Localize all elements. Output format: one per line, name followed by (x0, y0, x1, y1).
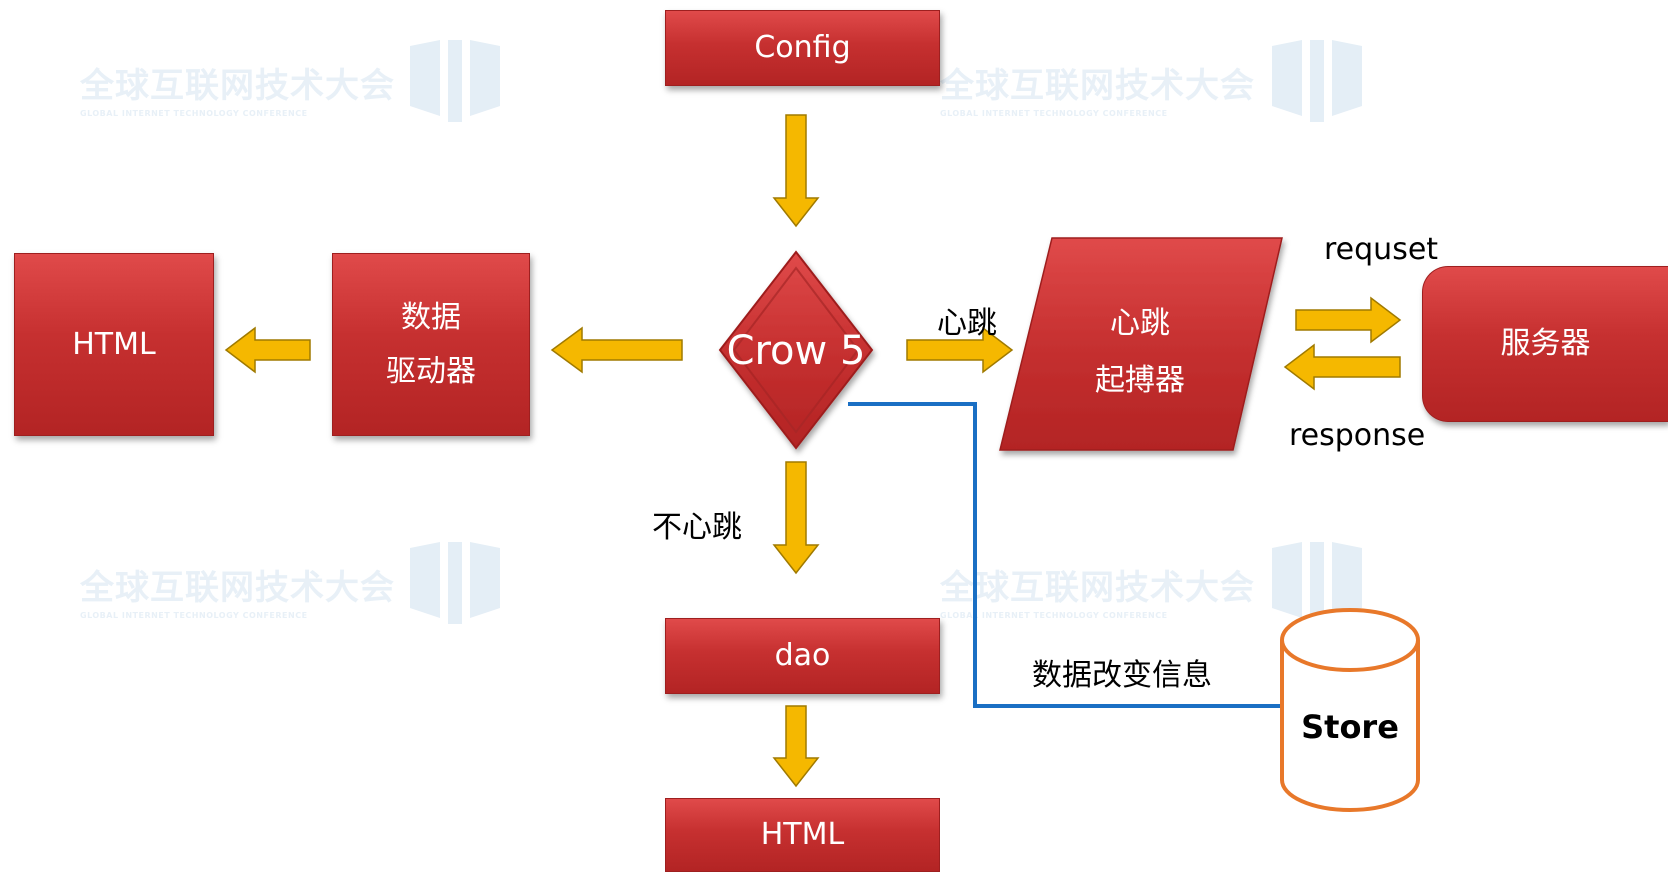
server-box: 服务器 (1422, 266, 1668, 422)
arrow-crow-to-heartbeat (906, 326, 1014, 374)
edge-label-request: requset (1324, 232, 1439, 267)
crow-to-store-connector (848, 402, 1280, 708)
html-left-box: HTML (14, 253, 214, 436)
arrow-response (1283, 343, 1401, 391)
heartbeat-shape (999, 237, 1283, 451)
heartbeat-label-2: 起搏器 (1095, 363, 1185, 398)
html-left-label: HTML (72, 326, 156, 362)
edge-label-heartbeat: 心跳 (937, 306, 997, 341)
arrow-crow-to-dao (772, 461, 820, 575)
crow-label: Crow 5 (726, 328, 866, 374)
crow-diamond (718, 250, 874, 450)
config-box: Config (665, 10, 940, 86)
config-label: Config (754, 30, 851, 65)
arrow-request (1295, 296, 1402, 344)
arrow-driver-to-html (224, 326, 311, 374)
edge-label-response: response (1289, 418, 1426, 453)
data-driver-label-1: 数据 (401, 299, 461, 335)
data-driver-label-2: 驱动器 (386, 353, 476, 389)
edge-label-data-change: 数据改变信息 (1032, 658, 1212, 693)
server-label: 服务器 (1500, 326, 1591, 361)
store-cylinder (1280, 608, 1420, 812)
dao-box: dao (665, 618, 940, 694)
data-driver-box: 数据 驱动器 (332, 253, 530, 436)
html-bottom-box: HTML (665, 798, 940, 872)
arrow-dao-to-html (772, 705, 820, 788)
html-bottom-label: HTML (760, 817, 845, 852)
arrow-config-to-crow (772, 114, 820, 228)
edge-label-no-heartbeat: 不心跳 (652, 510, 742, 545)
arrow-crow-to-driver (550, 326, 683, 374)
store-label: Store (1301, 708, 1399, 746)
dao-label: dao (774, 638, 831, 673)
heartbeat-label-1: 心跳 (1110, 306, 1170, 341)
